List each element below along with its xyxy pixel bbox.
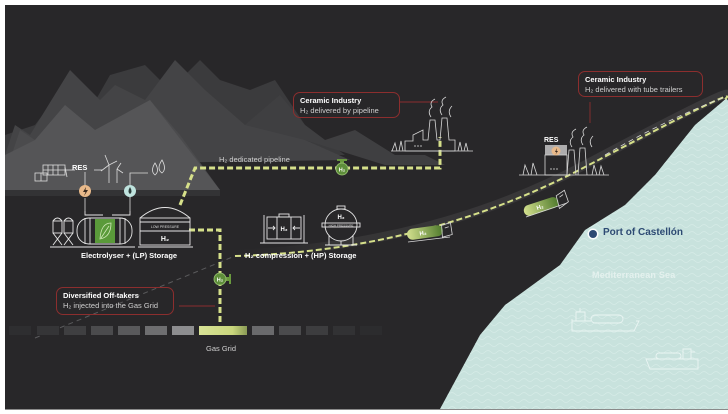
hydrogen-diagram: LOW PRESSURE H₂ H₂ H₂ HIGH PRESSURE — [5, 5, 728, 410]
pipeline-valve-icon[interactable]: H₂ — [335, 159, 349, 176]
factory-res-label: RES — [544, 137, 559, 144]
road-extension-dashed — [34, 255, 236, 339]
gas-grid-active-segment — [199, 326, 247, 335]
electricity-icon — [79, 185, 91, 197]
compressor-icon — [260, 213, 308, 244]
factory-bolt-glyph — [555, 148, 558, 155]
mountains — [5, 60, 445, 196]
pipeline-to-grid — [189, 228, 222, 325]
port-label[interactable]: Port of Castellón — [603, 227, 684, 238]
grid-valve-h2-label: H₂ — [217, 278, 224, 284]
road-tail-dashed — [604, 96, 726, 156]
res-sources — [34, 154, 165, 211]
wind-turbine-icon — [100, 154, 124, 183]
electrolyser-core — [95, 219, 115, 243]
sea-waves — [440, 97, 728, 409]
pipeline-network — [178, 137, 442, 325]
mountain-lit — [5, 100, 220, 190]
factory-pipeline-icon — [391, 96, 473, 152]
callout-offtakers: Diversified Off-takers H₂ injected into … — [56, 287, 174, 315]
ship-icon-1 — [571, 308, 640, 332]
gas-grid-label: Gas Grid — [206, 344, 237, 353]
callout-ceramic-trailers-title: Ceramic Industry — [585, 75, 647, 84]
hp-storage-tank-icon — [321, 205, 361, 246]
lp-tank-label: LOW PRESSURE — [151, 225, 180, 229]
road — [214, 89, 728, 260]
callout-ceramic-pipeline-subtitle: H₂ delivered by pipeline — [300, 106, 379, 115]
sea — [440, 97, 728, 409]
tube-trailer-2: H₂ — [523, 189, 569, 218]
hp-tank-label: HIGH PRESSURE — [329, 223, 354, 227]
electrolyser-label: Electrolyser + (LP) Storage — [81, 251, 178, 260]
water-drops-icon — [152, 159, 165, 176]
callout-ceramic-pipeline: Ceramic Industry H₂ delivered by pipelin… — [293, 92, 400, 118]
sea-label: Mediterranean Sea — [592, 270, 676, 280]
gas-grid-bar — [9, 326, 382, 335]
pipeline-label: H₂ dedicated pipeline — [219, 155, 290, 164]
trailer-route — [34, 89, 728, 339]
lp-storage-tank-icon — [138, 207, 193, 248]
leaf-icon — [99, 222, 112, 240]
hp-tank-h2: H₂ — [338, 215, 345, 221]
callout-offtakers-subtitle: H₂ injected into the Gas Grid — [63, 301, 159, 310]
port-marker[interactable] — [587, 228, 599, 240]
water-icon — [124, 185, 136, 197]
trailer-2-h2: H₂ — [536, 204, 545, 212]
res-label: RES — [72, 163, 88, 172]
electrolyser-icon — [50, 211, 135, 248]
pipeline-to-ceramic — [178, 137, 442, 206]
callout-ceramic-trailers-subtitle: H₂ delivered with tube trailers — [585, 85, 683, 94]
callout-ceramic-pipeline-title: Ceramic Industry — [300, 96, 362, 105]
factory-trailers-icon — [519, 126, 609, 176]
compressor-h2: H₂ — [281, 227, 288, 233]
grid-valve-icon[interactable]: H₂ — [213, 272, 231, 286]
compression-label: H₂ compression + (HP) Storage — [245, 251, 357, 260]
tube-trailer-1: H₂ — [407, 222, 453, 243]
callout-offtakers-title: Diversified Off-takers — [63, 291, 139, 300]
diagram-canvas: LOW PRESSURE H₂ H₂ H₂ HIGH PRESSURE — [5, 60, 728, 409]
valve-h2-label: H₂ — [339, 168, 346, 174]
lp-tank-h2: H₂ — [161, 236, 169, 243]
callout-ceramic-trailers: Ceramic Industry H₂ delivered with tube … — [578, 71, 703, 97]
ground-band — [5, 190, 220, 196]
mountain-right-shadow — [245, 95, 445, 165]
trailer-1-h2: H₂ — [419, 230, 427, 237]
ship-icon-2 — [645, 348, 699, 370]
